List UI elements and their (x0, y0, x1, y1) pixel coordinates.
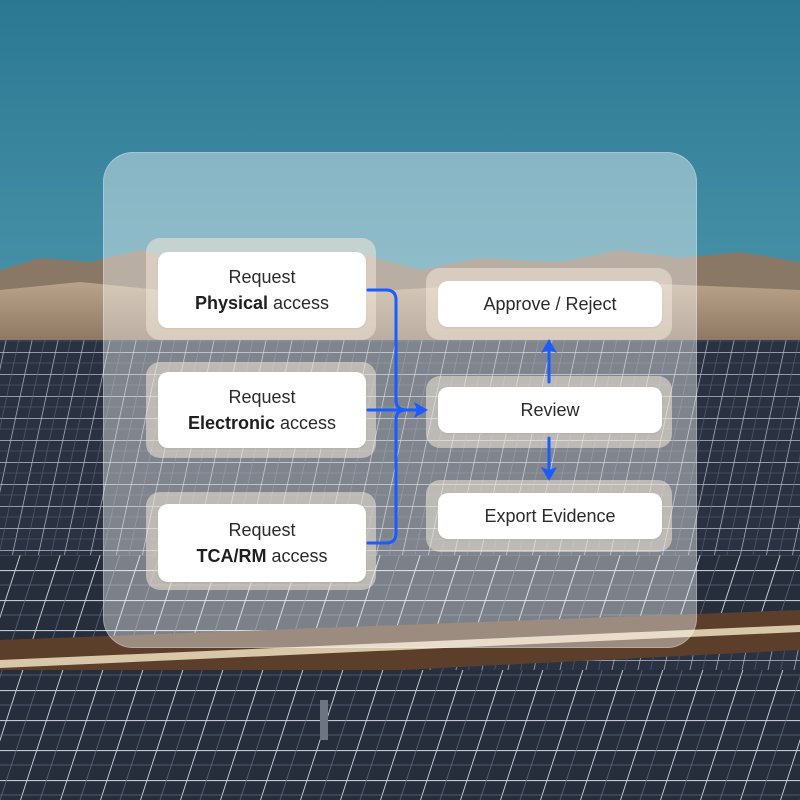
review-label: Review (520, 400, 580, 420)
approve-reject-label: Approve / Reject (483, 294, 617, 314)
request-physical-line2: Physical access (195, 290, 329, 316)
export-evidence-label: Export Evidence (484, 506, 616, 526)
export-evidence-box: Export Evidence (438, 493, 662, 539)
request-tca-box: Request TCA/RM access (158, 504, 366, 582)
request-tca-line2: TCA/RM access (196, 543, 327, 569)
approve-reject-box: Approve / Reject (438, 281, 662, 327)
request-electronic-line2: Electronic access (188, 410, 336, 436)
request-electronic-bold: Electronic (187, 413, 275, 433)
request-physical-bold: Physical (194, 293, 268, 313)
request-electronic-line1: Request (228, 387, 296, 407)
request-physical-line1: Request (228, 267, 296, 287)
request-physical-box: Request Physical access (158, 252, 366, 328)
request-electronic-rest: access (275, 413, 337, 433)
request-tca-bold: TCA/RM (196, 546, 267, 566)
request-physical-rest: access (268, 293, 330, 313)
request-tca-line1: Request (228, 520, 296, 540)
review-box: Review (438, 387, 662, 433)
request-electronic-box: Request Electronic access (158, 372, 366, 448)
request-tca-rest: access (266, 546, 328, 566)
